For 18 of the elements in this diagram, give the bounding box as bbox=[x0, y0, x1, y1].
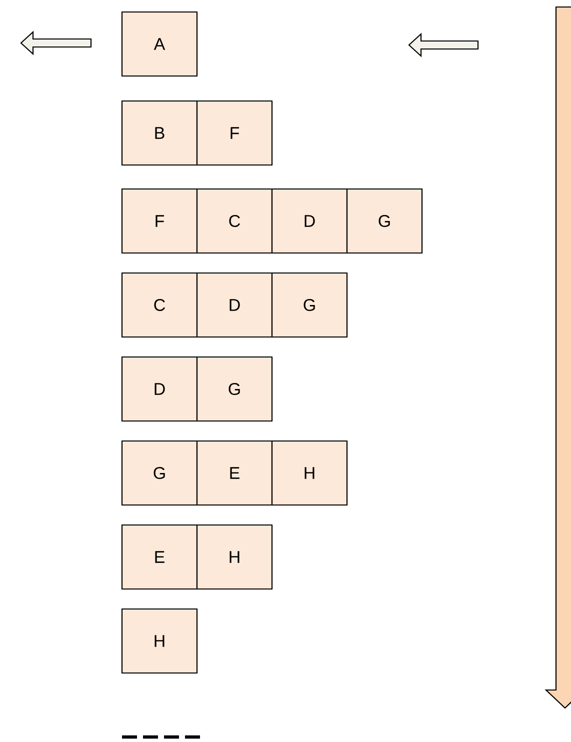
queue-cell: E bbox=[121, 524, 198, 590]
queue-cell: G bbox=[196, 356, 273, 422]
queue-cell: C bbox=[121, 272, 198, 338]
queue-cell: D bbox=[121, 356, 198, 422]
queue-cell: F bbox=[121, 188, 198, 254]
queue-cell: H bbox=[121, 608, 198, 674]
queue-cell: D bbox=[271, 188, 348, 254]
queue-cell: G bbox=[121, 440, 198, 506]
queue-cell: C bbox=[196, 188, 273, 254]
queue-cell: D bbox=[196, 272, 273, 338]
queue-cell: B bbox=[121, 100, 198, 166]
queue-cell: E bbox=[196, 440, 273, 506]
queue-cell: G bbox=[271, 272, 348, 338]
queue-cell: H bbox=[196, 524, 273, 590]
queue-cell: F bbox=[196, 100, 273, 166]
queue-cell: H bbox=[271, 440, 348, 506]
queue-cell: G bbox=[346, 188, 423, 254]
queue-cell: A bbox=[121, 11, 198, 77]
